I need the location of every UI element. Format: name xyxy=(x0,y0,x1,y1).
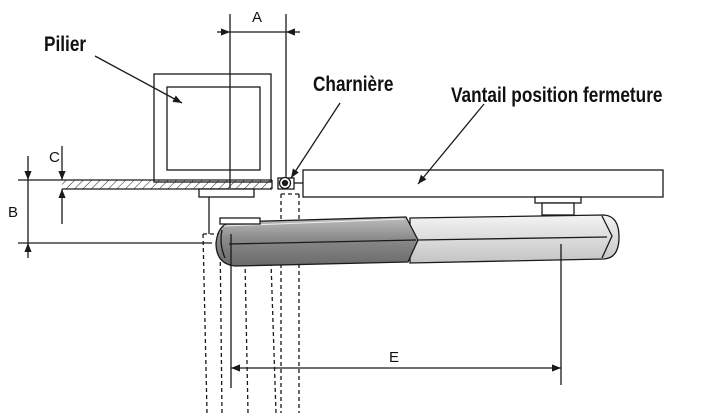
dimension-a-label: A xyxy=(252,9,263,26)
pillar-box xyxy=(153,73,272,183)
operator-motor xyxy=(215,216,419,267)
dimension-b-label: B xyxy=(8,204,19,221)
leader-lines xyxy=(94,55,485,185)
hinge-label: Charnière xyxy=(313,73,394,96)
dimension-e-label: E xyxy=(389,349,400,366)
pillar-label: Pilier xyxy=(44,33,87,56)
dimension-e xyxy=(230,234,562,388)
hinge xyxy=(277,176,295,190)
leaf-bracket xyxy=(534,196,582,216)
dimension-a xyxy=(217,14,300,188)
operator-rod xyxy=(409,214,620,264)
pillar-bracket xyxy=(198,188,255,234)
operator-clip xyxy=(219,217,261,225)
leaf-label: Vantail position fermeture xyxy=(451,84,663,107)
wall-hatch xyxy=(62,180,272,189)
gate-leaf xyxy=(294,169,664,198)
dimension-b xyxy=(18,156,212,258)
dimension-c-label: C xyxy=(49,149,60,166)
